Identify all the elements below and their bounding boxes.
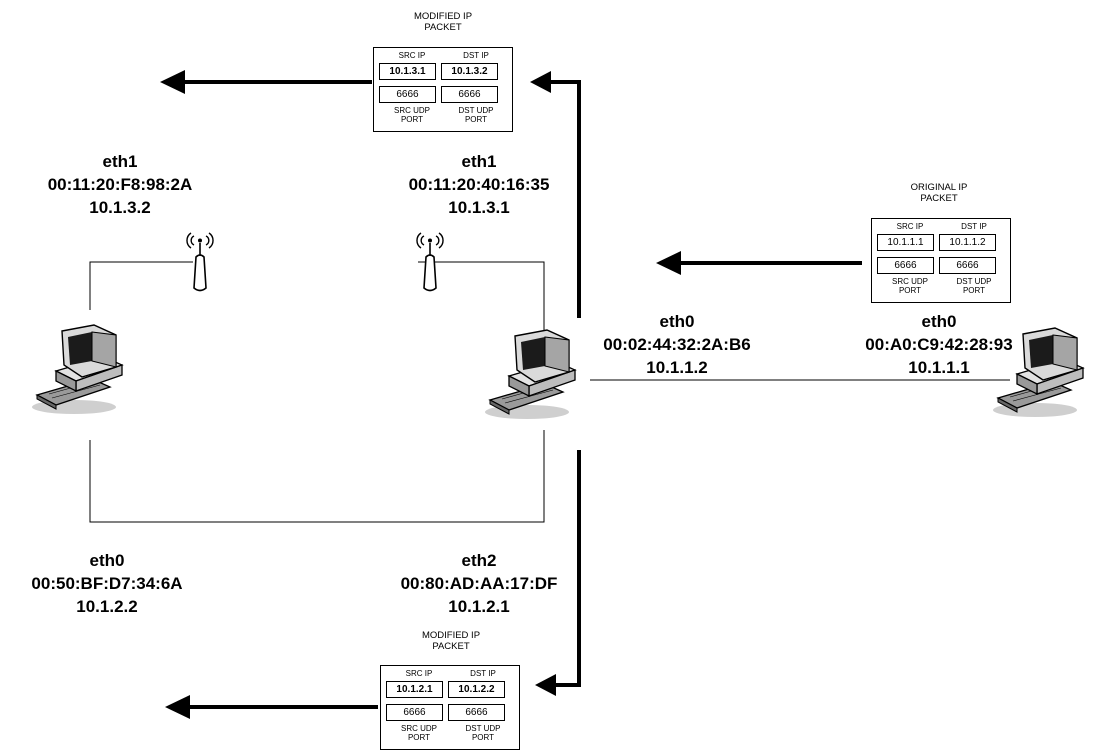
dst-port-label: DST UDP PORT — [956, 277, 992, 295]
src-port-label: SRC UDP PORT — [891, 277, 928, 295]
dst-ip-value: 10.1.3.2 — [441, 63, 498, 80]
arrow-left-icon — [160, 70, 185, 94]
arrow-left-icon — [530, 71, 551, 93]
dst-ip-value: 10.1.2.2 — [448, 681, 505, 698]
interface-name: eth0 — [921, 312, 957, 331]
interface-label-left-eth1: eth1 00:11:20:F8:98:2A 10.1.3.2 — [48, 150, 193, 219]
ip-address: 10.1.1.1 — [908, 358, 970, 377]
src-port-value: 6666 — [379, 86, 436, 103]
mac-address: 00:50:BF:D7:34:6A — [31, 574, 183, 593]
modified-packet-top: SRC IP DST IP 10.1.3.1 10.1.3.2 6666 666… — [373, 47, 513, 132]
original-packet: SRC IP DST IP 10.1.1.1 10.1.1.2 6666 666… — [871, 218, 1011, 303]
src-ip-value: 10.1.1.1 — [877, 234, 934, 251]
src-ip-header: SRC IP — [398, 51, 426, 60]
arrow-left-icon — [535, 674, 556, 696]
interface-label-router-eth0: eth0 00:02:44:32:2A:B6 10.1.1.2 — [603, 310, 750, 379]
mac-address: 00:02:44:32:2A:B6 — [603, 335, 751, 354]
src-ip-value: 10.1.2.1 — [386, 681, 443, 698]
dst-port-value: 6666 — [441, 86, 498, 103]
flow-lines — [160, 70, 862, 719]
interface-label-right-eth0: eth0 00:A0:C9:42:28:93 10.1.1.1 — [865, 310, 1012, 379]
packet-title-bottom: MODIFIED IP PACKET — [421, 630, 481, 652]
src-ip-header: SRC IP — [896, 222, 924, 231]
computer-icon — [484, 329, 576, 420]
arrow-left-icon — [656, 251, 681, 275]
dst-ip-header: DST IP — [470, 669, 496, 678]
computer-icon — [31, 324, 123, 415]
interface-name: eth2 — [461, 551, 497, 570]
dst-port-label: DST UDP PORT — [458, 106, 494, 124]
packet-title-top: MODIFIED IP PACKET — [413, 11, 473, 33]
dst-ip-header: DST IP — [961, 222, 987, 231]
ip-address: 10.1.1.2 — [646, 358, 708, 377]
src-port-label: SRC UDP PORT — [400, 724, 437, 742]
dst-port-value: 6666 — [448, 704, 505, 721]
dst-port-label: DST UDP PORT — [465, 724, 501, 742]
dst-ip-value: 10.1.1.2 — [939, 234, 996, 251]
network-links — [89, 261, 1010, 523]
modified-packet-bottom: SRC IP DST IP 10.1.2.1 10.1.2.2 6666 666… — [380, 665, 520, 750]
mac-address: 00:80:AD:AA:17:DF — [400, 574, 558, 593]
src-port-label: SRC UDP PORT — [393, 106, 430, 124]
ip-address: 10.1.2.1 — [448, 597, 510, 616]
packet-title-original: ORIGINAL IP PACKET — [910, 182, 968, 204]
interface-label-router-eth2: eth2 00:80:AD:AA:17:DF 10.1.2.1 — [401, 549, 558, 618]
src-ip-value: 10.1.3.1 — [379, 63, 436, 80]
interface-name: eth1 — [461, 152, 497, 171]
interface-label-router-eth1: eth1 00:11:20:40:16:35 10.1.3.1 — [409, 150, 550, 219]
ip-address: 10.1.2.2 — [76, 597, 138, 616]
ip-address: 10.1.3.1 — [448, 198, 510, 217]
dst-ip-header: DST IP — [463, 51, 489, 60]
interface-name: eth1 — [102, 152, 138, 171]
mac-address: 00:11:20:40:16:35 — [408, 175, 550, 194]
mac-address: 00:11:20:F8:98:2A — [47, 175, 193, 194]
src-port-value: 6666 — [877, 257, 934, 274]
src-port-value: 6666 — [386, 704, 443, 721]
ip-address: 10.1.3.2 — [89, 198, 151, 217]
dst-port-value: 6666 — [939, 257, 996, 274]
src-ip-header: SRC IP — [405, 669, 433, 678]
interface-name: eth0 — [659, 312, 695, 331]
interface-name: eth0 — [89, 551, 125, 570]
mac-address: 00:A0:C9:42:28:93 — [865, 335, 1013, 354]
arrow-left-icon — [165, 695, 190, 719]
interface-label-left-eth0: eth0 00:50:BF:D7:34:6A 10.1.2.2 — [31, 549, 182, 618]
